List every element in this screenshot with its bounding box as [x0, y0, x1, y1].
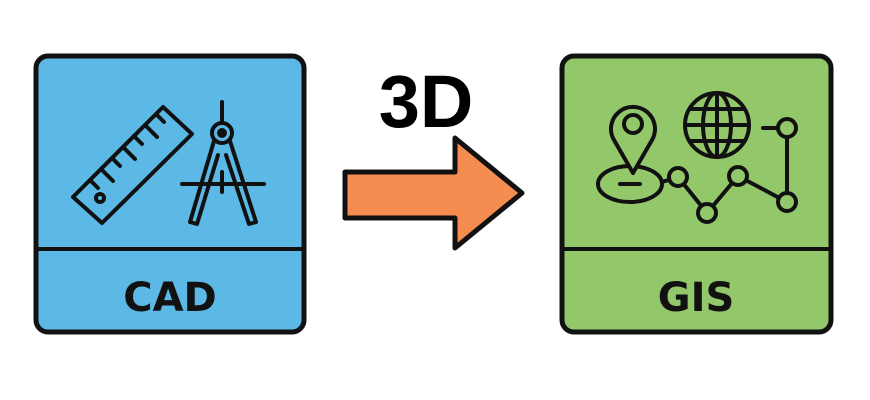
compass-icon [180, 100, 266, 226]
cad-box: CAD [33, 53, 307, 335]
gis-box: GIS [559, 53, 834, 335]
ruler-icon [71, 105, 194, 225]
globe-icon [683, 91, 751, 159]
cad-box-frame [33, 53, 307, 335]
arrow-right-icon [342, 135, 525, 251]
arrow: 3D [342, 60, 525, 251]
cad-label: CAD [123, 275, 217, 321]
arrow-label-3d: 3D [379, 60, 474, 143]
network-path-icon [660, 117, 798, 224]
gis-label: GIS [658, 275, 735, 321]
